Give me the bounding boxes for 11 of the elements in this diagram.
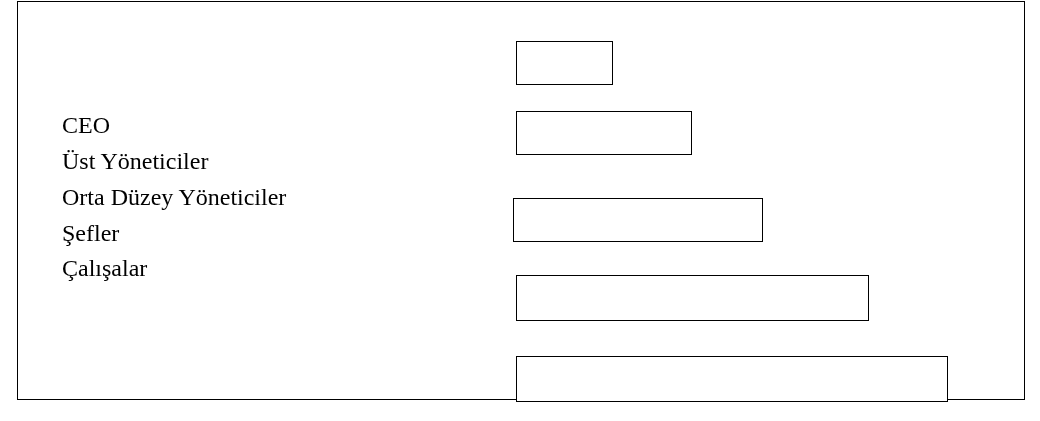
- empty-bar-box: [516, 111, 692, 155]
- frame-box: [17, 1, 1025, 400]
- level-label: Orta Düzey Yöneticiler: [62, 183, 287, 211]
- empty-bar-box: [516, 41, 613, 85]
- level-label: Üst Yöneticiler: [62, 147, 209, 175]
- level-label: CEO: [62, 111, 110, 139]
- level-label: Şefler: [62, 219, 120, 247]
- empty-bar-box: [513, 198, 763, 242]
- empty-bar-box: [516, 356, 948, 402]
- level-label: Çalışalar: [62, 254, 148, 282]
- empty-bar-box: [516, 275, 869, 321]
